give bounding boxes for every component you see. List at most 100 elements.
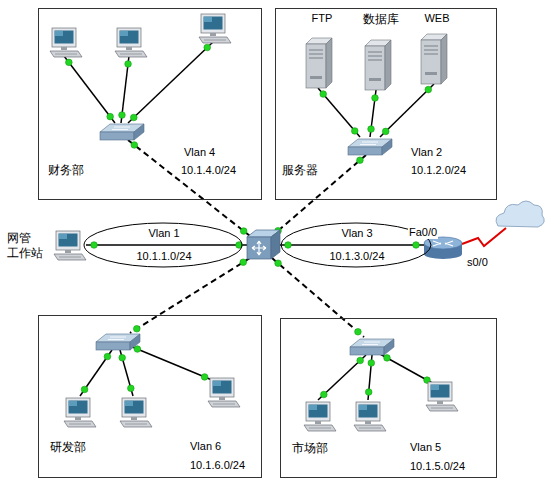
port-dot: [357, 157, 364, 164]
devices: [50, 14, 544, 431]
node-heading: FTP: [294, 12, 350, 25]
vlan-region: 市场部 Vlan 5 10.1.5.0/24: [280, 318, 497, 478]
device-part: [496, 201, 544, 227]
device-part: [462, 228, 506, 246]
device-part: [50, 28, 82, 57]
node-heading: WEB: [409, 12, 465, 25]
port-dot: [351, 128, 358, 135]
device-part: [318, 88, 360, 137]
server-icon: [306, 38, 332, 88]
server-icon: [421, 34, 447, 84]
node-text: Vlan 6: [189, 440, 222, 453]
node-text: 10.1.2.0/24: [410, 164, 467, 177]
device-part: [80, 350, 112, 396]
device-part: [380, 354, 434, 384]
port-dot: [81, 386, 88, 393]
vlan-region: 财务部Vlan 410.1.4.0/24: [38, 8, 262, 200]
port-dot: [355, 328, 362, 335]
port-dot: [66, 59, 73, 66]
device-part: [208, 378, 240, 407]
port-dot: [368, 126, 375, 133]
device-part: [120, 398, 152, 427]
device-part: [86, 244, 247, 246]
port-dot: [240, 259, 247, 266]
port-dots: [66, 44, 432, 398]
port-dot: [107, 113, 114, 120]
port-dot: [384, 355, 391, 362]
node-text: Vlan 5: [409, 441, 442, 454]
device-part: [199, 14, 231, 43]
server-node: FTP: [294, 12, 348, 92]
node-text: 10.1.1.0/24: [83, 250, 245, 263]
node-text: 10.1.4.0/24: [180, 164, 237, 177]
device-part: [247, 230, 280, 259]
node-heading: 市场部: [291, 441, 329, 455]
server-icon: [306, 38, 332, 88]
port-dot: [240, 228, 247, 235]
port-dot: [134, 346, 141, 353]
port-label: Fa0/0: [408, 226, 438, 239]
node-text: 10.1.3.0/24: [280, 250, 434, 263]
vlan-ellipse: Vlan 1 10.1.1.0/24: [83, 222, 243, 268]
port-dot: [119, 354, 126, 361]
port-dot: [275, 260, 282, 267]
device-part: [354, 402, 386, 431]
node-heading: 财务部: [47, 163, 85, 177]
device-part: [64, 398, 96, 427]
device-part: [130, 258, 250, 333]
port-dot: [368, 360, 375, 367]
device-part: [426, 382, 458, 411]
device-part: [96, 334, 140, 350]
device-part: [348, 139, 392, 155]
port-dot: [285, 242, 292, 249]
device-part: [128, 140, 250, 236]
port-dot: [91, 242, 98, 249]
device-part: [318, 355, 366, 400]
node-text: 10.1.5.0/24: [409, 460, 466, 473]
server-node: WEB: [409, 12, 463, 88]
server-icon: [365, 40, 391, 90]
vlan-region: 研发部 Vlan 6 10.1.6.0/24: [38, 315, 262, 478]
port-dot: [131, 142, 138, 149]
device-part: [280, 244, 424, 246]
port-label: s0/0: [466, 256, 489, 269]
device-part: [64, 56, 115, 123]
port-dot: [372, 95, 379, 102]
device-part: [54, 231, 86, 260]
port-dot: [321, 391, 328, 398]
vlan-region: 服务器 Vlan 2 10.1.2.0/24 FTP数据库WEB: [275, 8, 497, 200]
node-text: Vlan 2: [410, 146, 443, 159]
device-part: [380, 84, 434, 137]
node-heading: 研发部: [49, 440, 87, 454]
port-dot: [133, 325, 140, 332]
port-dot: [204, 44, 211, 51]
station-label: 网管 工作站: [6, 231, 46, 261]
port-dot: [382, 128, 389, 135]
port-dot: [201, 374, 208, 381]
device-part: [130, 346, 212, 380]
server-icon: [365, 40, 391, 90]
cloud: [496, 201, 544, 227]
device-part: [100, 124, 144, 140]
port-dot: [365, 389, 372, 396]
device-part: [304, 402, 336, 431]
port-dot: [413, 242, 420, 249]
server-icon: [421, 34, 447, 84]
node-text: 10.1.6.0/24: [189, 459, 246, 472]
port-dot: [104, 353, 111, 360]
port-dot: [119, 112, 126, 119]
port-dot: [130, 114, 137, 121]
port-dot: [128, 385, 135, 392]
device-part: [115, 28, 147, 57]
device-part: [272, 258, 364, 337]
port-dot: [125, 61, 132, 68]
node-heading: 服务器: [281, 163, 319, 177]
node-heading: 数据库: [353, 12, 409, 26]
port-dot: [357, 357, 364, 364]
server-node: 数据库: [353, 12, 407, 94]
wires: [64, 42, 506, 400]
device-part: [272, 155, 366, 236]
port-dot: [425, 86, 432, 93]
node-heading: Vlan 1: [83, 227, 245, 240]
